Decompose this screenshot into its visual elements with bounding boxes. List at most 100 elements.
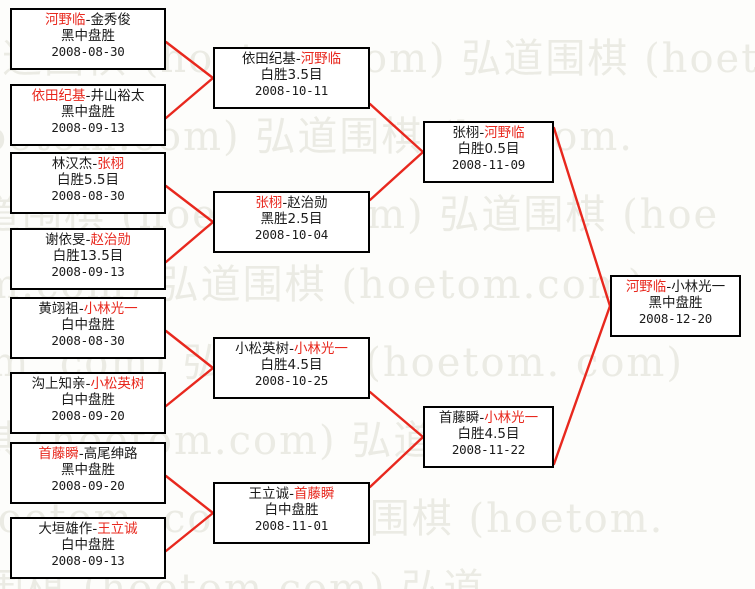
player-separator: -: [78, 301, 84, 317]
match-result: 黑中盘胜: [648, 295, 703, 311]
match-box-r1m1[interactable]: 河野临-金秀俊 黑中盘胜 2008-08-30: [10, 8, 166, 70]
match-box-r1m2[interactable]: 依田纪基-井山裕太 黑中盘胜 2008-09-13: [10, 84, 166, 146]
match-date: 2008-11-22: [451, 442, 526, 457]
match-date: 2008-09-13: [51, 120, 125, 135]
match-date: 2008-09-13: [51, 553, 125, 568]
match-box-r1m7[interactable]: 首藤瞬-高尾绅路 黑中盘胜 2008-09-20: [10, 442, 166, 504]
match-players: 张栩-河野临: [425, 125, 552, 141]
player-separator: -: [282, 195, 288, 211]
match-box-r1m6[interactable]: 沟上知亲-小松英树 白中盘胜 2008-09-20: [10, 372, 166, 434]
match-players: 首藤瞬-高尾绅路: [12, 446, 164, 462]
match-date: 2008-10-25: [254, 373, 329, 388]
connector-line: [164, 40, 215, 80]
player-loser: 大垣雄作: [38, 521, 93, 537]
player-separator: -: [295, 51, 301, 67]
player-separator: -: [85, 88, 91, 104]
match-players: 河野临-小林光一: [612, 279, 739, 295]
match-result: 黑胜2.5目: [260, 211, 323, 227]
match-date: 2008-08-30: [51, 333, 125, 348]
match-players: 沟上知亲-小松英树: [12, 376, 164, 392]
player-loser: 首藤瞬: [438, 410, 480, 426]
match-players: 小松英树-小林光一: [215, 341, 368, 357]
match-box-r1m4[interactable]: 谢依旻-赵治勋 白胜13.5目 2008-09-13: [10, 228, 166, 290]
match-box-r1m5[interactable]: 黄翊祖-小林光一 白中盘胜 2008-08-30: [10, 297, 166, 359]
player-loser: 沟上知亲: [31, 376, 86, 392]
match-box-r2m1[interactable]: 依田纪基-河野临 白胜3.5目 2008-10-11: [213, 47, 370, 109]
match-result: 白胜5.5目: [57, 172, 119, 188]
player-separator: -: [85, 376, 91, 392]
match-players: 依田纪基-河野临: [215, 51, 368, 67]
match-result: 白中盘胜: [61, 392, 115, 408]
player-winner: 小林光一: [83, 301, 138, 317]
player-loser: 金秀俊: [90, 12, 131, 28]
player-loser: 张栩: [452, 125, 480, 141]
match-date: 2008-08-30: [51, 44, 125, 59]
match-date: 2008-11-01: [254, 518, 329, 533]
match-players: 首藤瞬-小林光一: [425, 410, 552, 426]
player-winner: 依田纪基: [31, 88, 86, 104]
player-separator: -: [289, 486, 294, 502]
match-box-r2m4[interactable]: 王立诚-首藤瞬 白中盘胜 2008-11-01: [213, 482, 370, 544]
match-result: 白中盘胜: [61, 317, 115, 333]
player-winner: 首藤瞬: [38, 446, 79, 462]
connector-line: [164, 366, 215, 408]
player-separator: -: [78, 446, 84, 462]
player-separator: -: [479, 125, 485, 141]
match-box-r2m2[interactable]: 张栩-赵治勋 黑胜2.5目 2008-10-04: [213, 191, 370, 253]
player-separator: -: [92, 156, 98, 172]
match-players: 王立诚-首藤瞬: [215, 486, 368, 502]
player-winner: 河野临: [45, 12, 86, 28]
match-players: 大垣雄作-王立诚: [12, 521, 164, 537]
match-result: 白胜4.5目: [260, 357, 323, 373]
match-players: 依田纪基-井山裕太: [12, 88, 164, 104]
match-result: 黑中盘胜: [61, 104, 115, 120]
match-box-r1m8[interactable]: 大垣雄作-王立诚 白中盘胜 2008-09-13: [10, 517, 166, 579]
match-result: 白胜0.5目: [457, 141, 520, 157]
match-box-final[interactable]: 河野临-小林光一 黑中盘胜 2008-12-20: [610, 275, 741, 337]
match-players: 林汉杰-张栩: [12, 156, 164, 172]
match-players: 谢依旻-赵治勋: [12, 232, 164, 248]
match-date: 2008-09-20: [51, 408, 125, 423]
connector-line: [368, 435, 425, 489]
match-players: 黄翊祖-小林光一: [12, 301, 164, 317]
player-winner: 小林光一: [293, 341, 348, 357]
connector-line: [164, 220, 215, 264]
match-date: 2008-08-30: [51, 188, 125, 203]
match-box-r2m3[interactable]: 小松英树-小林光一 白胜4.5目 2008-10-25: [213, 337, 370, 399]
match-box-sfm1[interactable]: 张栩-河野临 白胜0.5目 2008-11-09: [423, 121, 554, 183]
match-result: 黑中盘胜: [61, 462, 115, 478]
connector-line: [368, 150, 425, 202]
player-winner: 河野临: [484, 125, 525, 141]
match-date: 2008-10-11: [254, 83, 329, 98]
connector-line: [164, 76, 215, 120]
match-date: 2008-09-13: [51, 264, 125, 279]
connector-line: [552, 126, 612, 308]
match-box-sfm2[interactable]: 首藤瞬-小林光一 白胜4.5目 2008-11-22: [423, 406, 554, 468]
player-loser: 小林光一: [671, 279, 726, 295]
connector-line: [164, 329, 215, 370]
match-box-r1m3[interactable]: 林汉杰-张栩 白胜5.5目 2008-08-30: [10, 152, 166, 214]
connector-line: [368, 102, 425, 154]
match-result: 白中盘胜: [61, 537, 115, 553]
match-result: 白中盘胜: [264, 502, 319, 518]
player-loser: 王立诚: [248, 486, 290, 502]
player-separator: -: [666, 279, 672, 295]
player-loser: 谢依旻: [45, 232, 86, 248]
connector-line: [164, 184, 215, 224]
player-winner: 河野临: [300, 51, 342, 67]
connector-line: [368, 390, 425, 439]
player-loser: 井山裕太: [90, 88, 145, 104]
player-separator: -: [92, 521, 98, 537]
match-date: 2008-11-09: [451, 157, 526, 172]
player-winner: 首藤瞬: [293, 486, 335, 502]
connector-line: [552, 304, 612, 466]
player-separator: -: [85, 232, 91, 248]
player-winner: 小林光一: [484, 410, 539, 426]
player-winner: 河野临: [625, 279, 667, 295]
player-winner: 赵治勋: [90, 232, 131, 248]
player-loser: 高尾绅路: [83, 446, 138, 462]
player-loser: 小松英树: [235, 341, 290, 357]
player-winner: 王立诚: [97, 521, 138, 537]
match-players: 河野临-金秀俊: [12, 12, 164, 28]
